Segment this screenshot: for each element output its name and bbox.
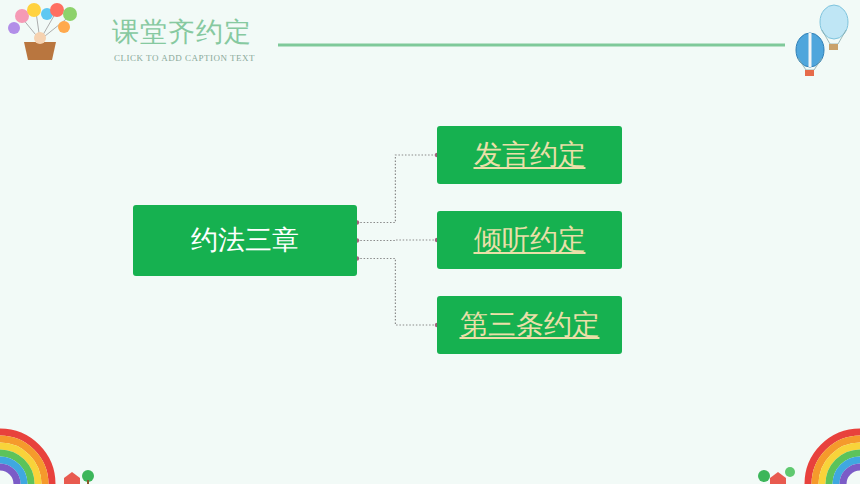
- house-and-trees: [64, 467, 795, 484]
- rainbow-right: [808, 432, 860, 484]
- decoration-part: [34, 32, 46, 44]
- box-label: 发言约定: [474, 138, 586, 172]
- decoration-part: [0, 432, 52, 484]
- decoration-part: [822, 446, 860, 484]
- slide-title: 课堂齐约定: [112, 14, 252, 50]
- decoration-part: [829, 44, 838, 50]
- decoration-part: [0, 467, 17, 484]
- decoration-part: [809, 33, 812, 67]
- decoration-part: [50, 3, 64, 17]
- decoration-part: [15, 9, 29, 23]
- decoration-part: [836, 460, 860, 484]
- decoration-part: [58, 21, 70, 33]
- decoration-part: [0, 439, 45, 484]
- slide-subtitle: CLICK TO ADD CAPTION TEXT: [114, 53, 255, 63]
- dotted-connector: [355, 238, 439, 243]
- dotted-connector: [355, 153, 439, 225]
- decoration-part: [822, 30, 846, 44]
- connector-line: [357, 259, 437, 326]
- decoration-part: [815, 439, 860, 484]
- decoration-part: [0, 446, 38, 484]
- box-label: 倾听约定: [474, 223, 586, 257]
- connectors: [355, 153, 439, 327]
- branch-box: 第三条约定: [437, 296, 622, 354]
- decoration-part: [785, 467, 795, 477]
- balloon-cluster: [8, 3, 77, 60]
- box-label: 第三条约定: [460, 308, 600, 342]
- hot-air-balloons: [796, 5, 848, 76]
- title-rule: [278, 44, 785, 47]
- decoration-part: [758, 470, 770, 482]
- decoration-part: [87, 480, 89, 484]
- branch-box: 发言约定: [437, 126, 622, 184]
- connector-line: [357, 239, 437, 241]
- box-label: 约法三章: [191, 224, 299, 256]
- decoration-part: [8, 22, 20, 34]
- decoration-part: [24, 42, 56, 60]
- decoration-part: [808, 432, 860, 484]
- dotted-connector: [355, 256, 439, 327]
- decoration-part: [0, 453, 31, 484]
- decoration-part: [770, 472, 786, 484]
- decoration-part: [63, 7, 77, 21]
- decoration-part: [843, 467, 860, 484]
- decoration-part: [798, 58, 822, 70]
- decoration-part: [64, 472, 80, 484]
- decoration-part: [829, 453, 860, 484]
- connector-line: [357, 155, 437, 223]
- rainbow-left: [0, 432, 52, 484]
- decoration-part: [805, 70, 814, 76]
- branch-box: 倾听约定: [437, 211, 622, 269]
- root-box: 约法三章: [133, 205, 357, 276]
- decoration-part: [27, 3, 41, 17]
- decoration-part: [0, 460, 24, 484]
